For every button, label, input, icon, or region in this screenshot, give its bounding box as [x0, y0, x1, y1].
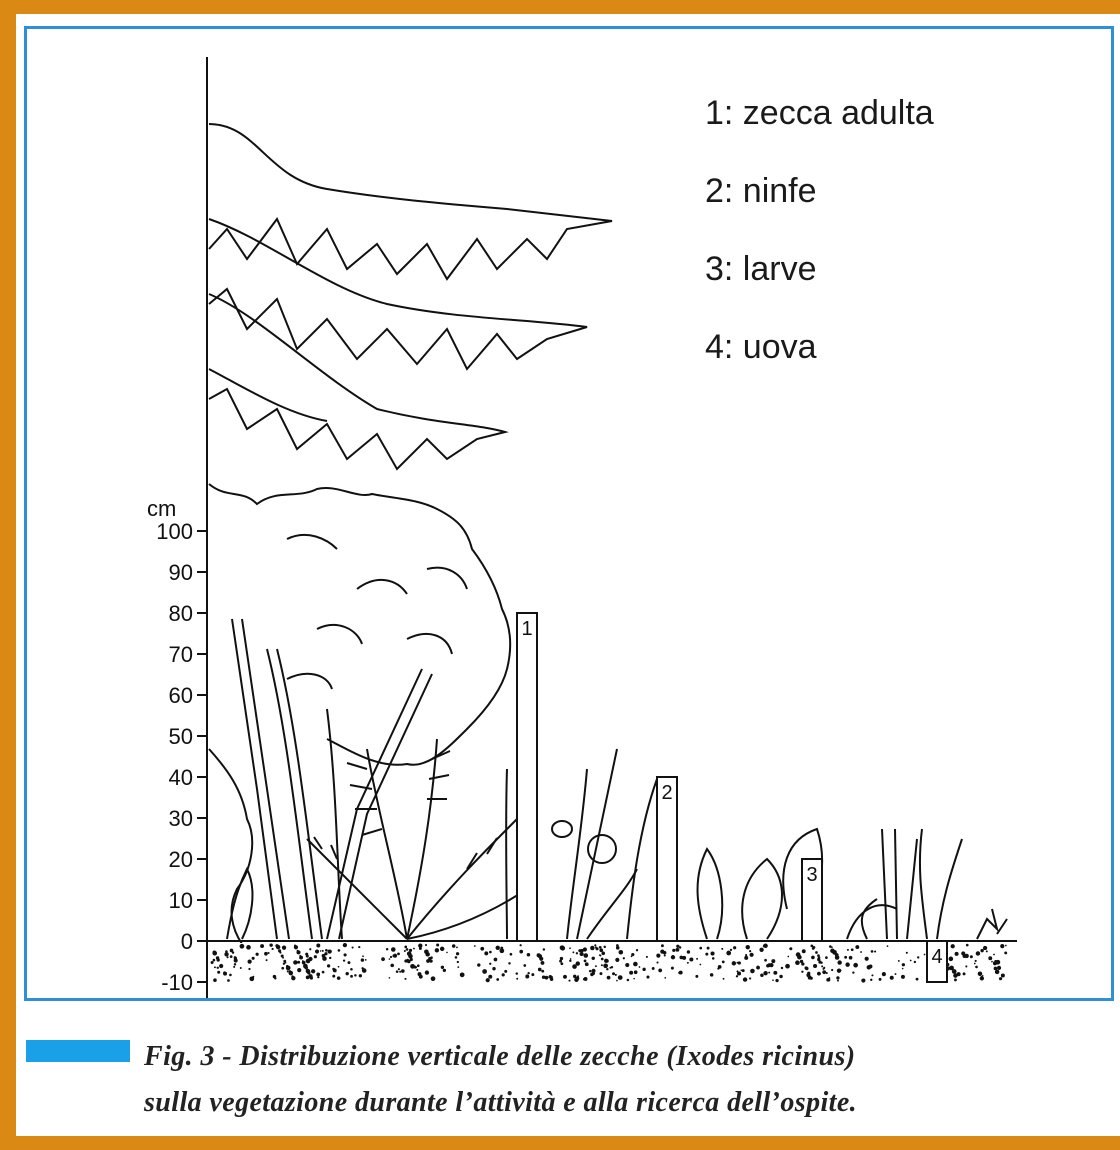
figure-caption: Fig. 3 - Distribuzione verticale delle z…: [144, 1034, 1120, 1126]
legend-item-3: 3: larve: [705, 250, 817, 288]
post-4: [926, 940, 948, 983]
scale-tick-label: 50: [169, 724, 193, 749]
ground-plants: [226, 748, 1008, 940]
measuring-posts: 1 2 3 4: [516, 612, 948, 983]
post-label-2: 2: [661, 782, 672, 804]
scale-tick-label: 60: [169, 683, 193, 708]
stems: [231, 618, 433, 940]
post-label-1: 1: [521, 618, 532, 640]
caption-marker: [26, 1040, 130, 1062]
shrub-canopy: [208, 483, 512, 945]
post-3: [801, 858, 823, 942]
caption-line-1: Fig. 3 - Distribuzione verticale delle z…: [144, 1041, 856, 1072]
caption-line-2: sulla vegetazione durante l’attività e a…: [144, 1087, 858, 1118]
legend-item-4: 4: uova: [705, 328, 817, 366]
legend-item-1: 1: zecca adulta: [705, 94, 934, 132]
scale-tick-label: 40: [169, 765, 193, 790]
soil: [207, 940, 1017, 983]
post-label-4: 4: [931, 946, 942, 968]
scale-tick-label: 70: [169, 642, 193, 667]
scale-tick-label: -10: [161, 970, 193, 995]
scale-tick-label: 30: [169, 806, 193, 831]
conifer-branches: [208, 123, 613, 471]
scale-tick-label: 100: [156, 519, 193, 544]
scale-tick-label: 20: [169, 847, 193, 872]
unit-label: cm: [147, 496, 176, 521]
scale-tick-label: 80: [169, 601, 193, 626]
legend-item-2: 2: ninfe: [705, 172, 817, 210]
scale-tick-label: 0: [181, 929, 193, 954]
scale-tick-label: 90: [169, 560, 193, 585]
legend: 1: zecca adulta 2: ninfe 3: larve 4: uov…: [705, 93, 934, 405]
post-2: [656, 776, 678, 942]
scale-tick-label: 10: [169, 888, 193, 913]
post-label-3: 3: [806, 864, 817, 886]
post-1: [516, 612, 538, 942]
fern: [306, 738, 528, 940]
